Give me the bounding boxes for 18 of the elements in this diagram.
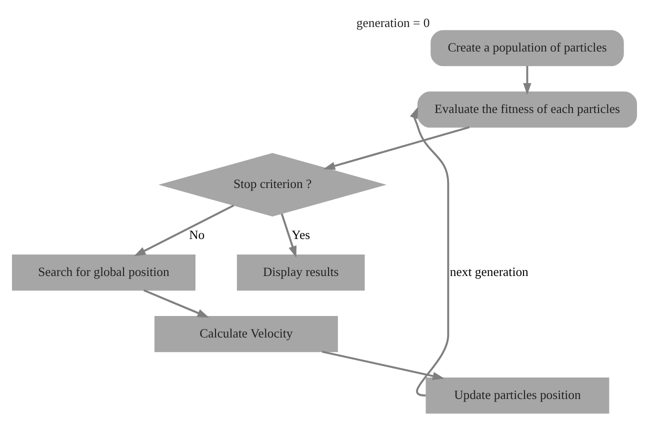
node-box: Evaluate the fitness of each particles <box>417 91 638 128</box>
edge-label: No <box>189 227 205 242</box>
node-label: generation = 0 <box>356 16 430 30</box>
arrow <box>143 288 210 318</box>
node-box: Search for global position <box>12 254 196 290</box>
edge-label: next generation <box>450 264 528 278</box>
edge-label: Yes <box>292 227 310 242</box>
arrow <box>410 106 450 396</box>
node-box: Display results <box>236 254 365 290</box>
arrow <box>323 126 470 170</box>
arrow <box>280 213 296 258</box>
node-box: Update particles position <box>426 376 610 414</box>
arrow <box>134 204 234 256</box>
arrow <box>523 66 532 94</box>
node-box: Create a population of particles <box>430 30 624 66</box>
node-diamond: Stop criterion ? <box>158 152 387 216</box>
node-box: Calculate Velocity <box>154 316 338 352</box>
arrow <box>322 350 444 380</box>
